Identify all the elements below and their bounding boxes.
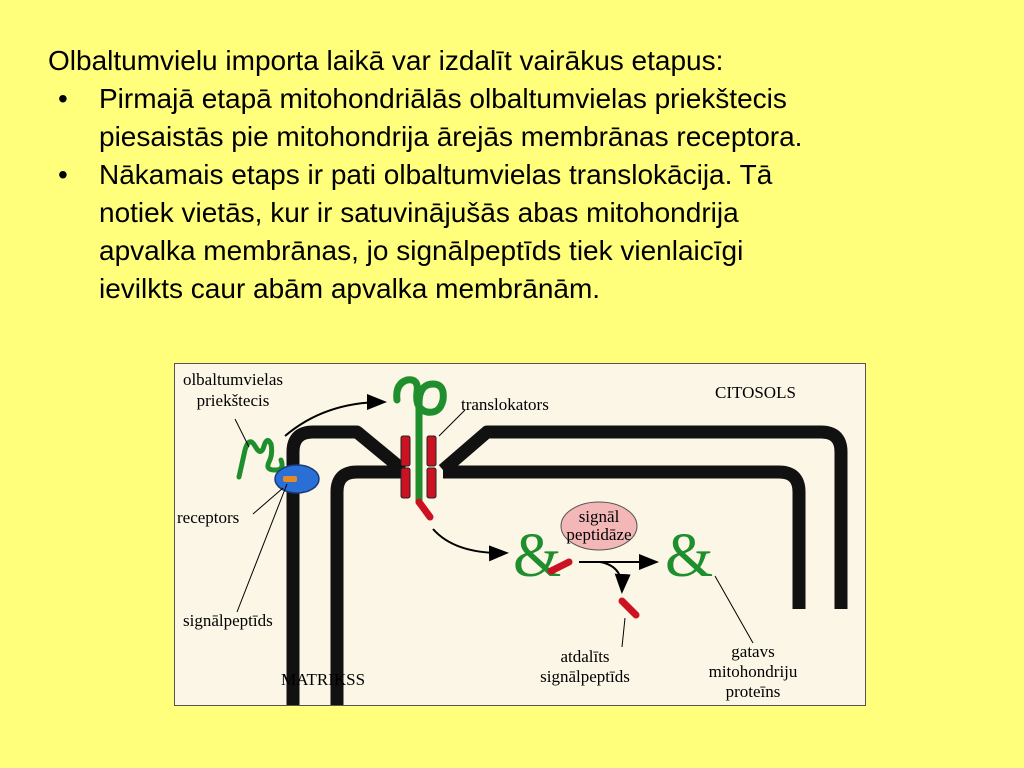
- bullet-1-line-2: piesaistās pie mitohondrija ārejās membr…: [99, 121, 803, 152]
- mature-protein-glyph: &: [665, 522, 713, 590]
- release-arrow: [432, 528, 509, 562]
- precursor-protein: [236, 438, 285, 480]
- translocating-signal-peptide: [415, 498, 434, 521]
- imported-protein-glyph: &: [513, 522, 561, 590]
- translocator-left-lower: [400, 467, 411, 499]
- intro-line: Olbaltumvielu importa laikā var izdalīt …: [48, 45, 724, 76]
- peptidase-label-line-1: signāl: [579, 507, 620, 526]
- leader-cleaved: [621, 617, 626, 648]
- cleavage-arrow: [599, 561, 631, 594]
- translocator-left-upper: [400, 435, 411, 467]
- diagram-canvas: & signāl peptidāze & olbaltumvielas prie…: [177, 370, 848, 705]
- signal-peptidase: [560, 501, 638, 551]
- bullet-1-line-1: Pirmajā etapā mitohondriālās olbaltumvie…: [99, 83, 787, 114]
- translocator-right-upper: [426, 435, 437, 467]
- cleaved-signal-peptide: [618, 597, 640, 619]
- bullet-list: • Pirmajā etapā mitohondriālās olbaltumv…: [48, 80, 1008, 308]
- translocator-right-lower: [426, 467, 437, 499]
- bullet-2-line-3: apvalka membrānas, jo signālpeptīds tiek…: [99, 235, 744, 266]
- bullet-item-2: • Nākamais etaps ir pati olbaltumvielas …: [48, 156, 1008, 308]
- inner-membrane: [330, 465, 806, 705]
- matrix-label: MATRIKSS: [281, 670, 365, 689]
- leader-translocator: [438, 409, 466, 437]
- mature-label-line-2: mitohondriju: [709, 662, 798, 681]
- bound-signal-peptide: [283, 476, 297, 482]
- bullet-marker: •: [58, 159, 68, 190]
- precursor-label-line-1: olbaltumvielas: [183, 370, 283, 389]
- leader-signal-peptide: [236, 483, 288, 613]
- cleaved-label-line-2: signālpeptīds: [540, 667, 630, 686]
- mature-label-line-3: proteīns: [726, 682, 781, 701]
- precursor-label-line-2: priekštecis: [197, 391, 270, 410]
- imported-signal-peptide: [547, 558, 573, 575]
- bullet-marker: •: [58, 83, 68, 114]
- bullet-2-line-4: ievilkts caur abām apvalka membrānām.: [99, 273, 601, 304]
- slide-text: Olbaltumvielu importa laikā var izdalīt …: [48, 42, 1008, 308]
- receptor-label: receptors: [177, 508, 239, 527]
- mature-label-line-1: gatavs: [731, 642, 774, 661]
- cleaved-label-line-1: atdalīts: [560, 647, 609, 666]
- leader-mature: [714, 575, 754, 644]
- translocator-label: translokators: [461, 395, 549, 414]
- bullet-2-line-2: notiek vietās, kur ir satuvinājušās abas…: [99, 197, 739, 228]
- leader-receptor: [252, 487, 284, 515]
- bullet-2-line-1: Nākamais etaps ir pati olbaltumvielas tr…: [99, 159, 773, 190]
- outer-membrane: [286, 425, 848, 705]
- peptidase-label-line-2: peptidāze: [566, 525, 631, 544]
- binding-arrow: [284, 394, 387, 437]
- mitochondrial-import-diagram: & signāl peptidāze & olbaltumvielas prie…: [174, 363, 866, 706]
- leader-precursor: [234, 418, 250, 448]
- translocating-protein: [393, 376, 447, 506]
- signal-peptide-label: signālpeptīds: [183, 611, 273, 630]
- bullet-item-1: • Pirmajā etapā mitohondriālās olbaltumv…: [48, 80, 1008, 156]
- cytosol-label: CITOSOLS: [715, 383, 796, 402]
